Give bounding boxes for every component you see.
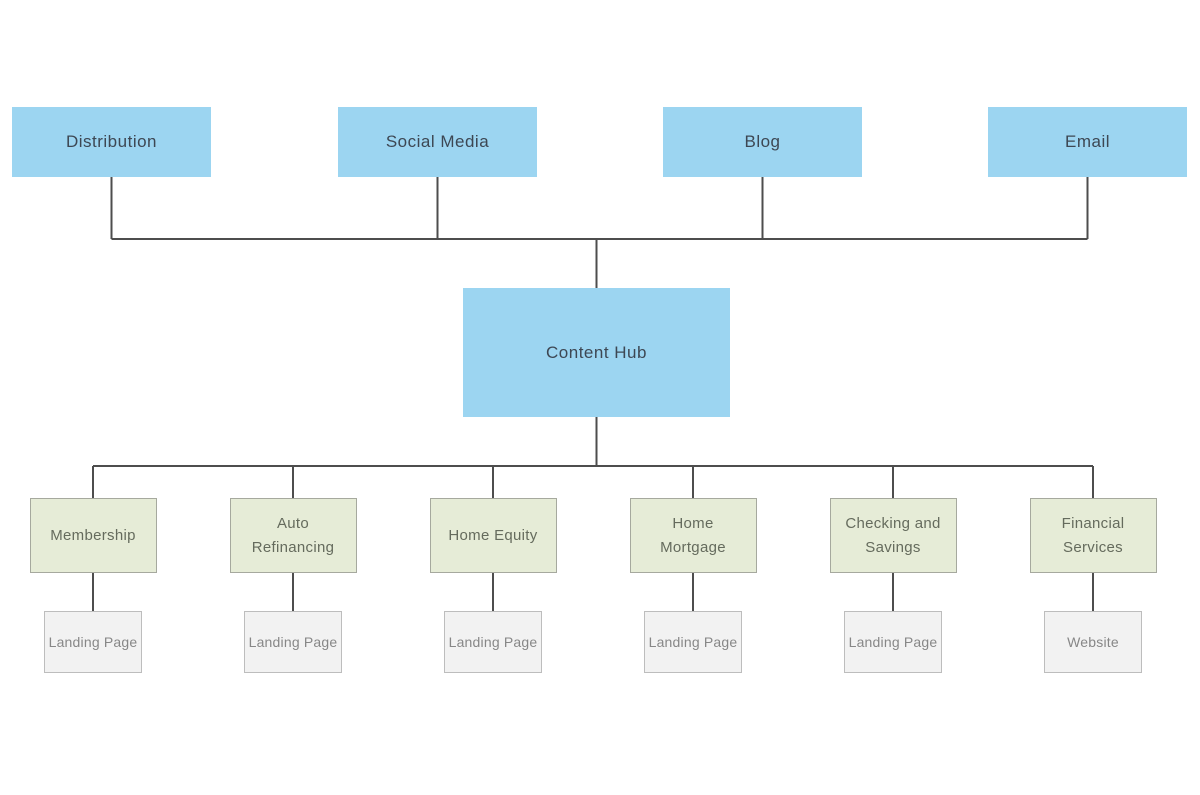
node-distribution[interactable]: Distribution — [12, 107, 211, 177]
node-label: Financial Services — [1061, 515, 1125, 556]
node-label: Home Mortgage — [660, 515, 726, 556]
node-checking-and-savings[interactable]: Checking and Savings — [829, 498, 964, 578]
node-label: Blog — [744, 132, 781, 151]
node-home-mortgage[interactable]: Home Mortgage — [629, 498, 764, 578]
node-label: Social Media — [385, 132, 490, 151]
node-auto-refinancing-landing-page[interactable]: Landing Page — [244, 611, 342, 673]
node-label: Email — [1064, 132, 1110, 151]
node-label: Website — [1067, 634, 1119, 650]
node-social-media[interactable]: Social Media — [338, 107, 537, 177]
node-auto-refinancing[interactable]: Auto Refinancing — [229, 498, 364, 578]
node-label: Auto Refinancing — [251, 515, 335, 556]
node-membership[interactable]: Membership — [29, 498, 164, 578]
node-label: Content Hub — [546, 342, 647, 362]
node-label: Distribution — [65, 132, 158, 151]
connector-path — [92, 177, 1094, 611]
node-content-hub[interactable]: Content Hub — [463, 288, 730, 417]
node-email[interactable]: Email — [988, 107, 1187, 177]
node-membership-landing-page[interactable]: Landing Page — [44, 611, 142, 673]
node-label: Checking and Savings — [845, 515, 941, 556]
node-label: Home Equity — [448, 526, 538, 544]
node-home-mortgage-landing-page[interactable]: Landing Page — [644, 611, 742, 673]
node-home-equity[interactable]: Home Equity — [429, 498, 564, 578]
node-financial-services-website[interactable]: Website — [1044, 611, 1142, 673]
node-label: Landing Page — [648, 634, 738, 650]
node-checking-and-savings-landing-page[interactable]: Landing Page — [844, 611, 942, 673]
node-blog[interactable]: Blog — [663, 107, 862, 177]
node-label: Landing Page — [848, 634, 938, 650]
node-financial-services[interactable]: Financial Services — [1029, 498, 1164, 578]
node-label: Landing Page — [48, 634, 138, 650]
node-home-equity-landing-page[interactable]: Landing Page — [444, 611, 542, 673]
node-label: Landing Page — [248, 634, 338, 650]
node-label: Landing Page — [448, 634, 538, 650]
node-label: Membership — [50, 526, 136, 544]
